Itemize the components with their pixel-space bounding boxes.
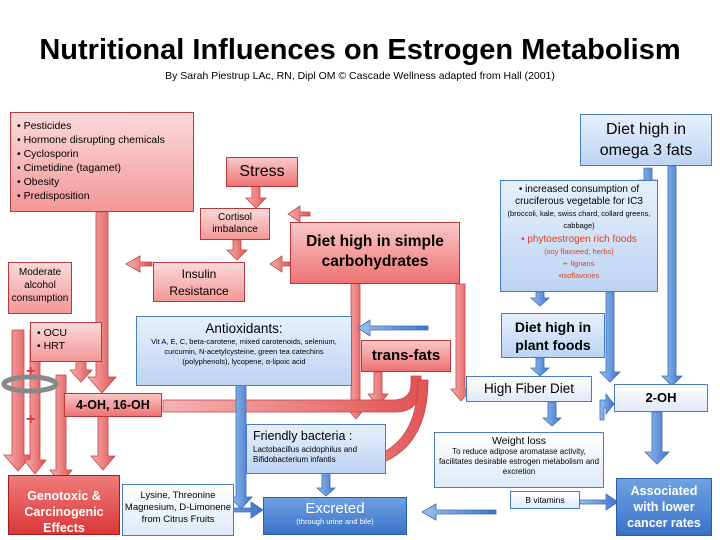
alcohol-label: Moderate alcohol consumption <box>11 267 69 304</box>
b-vitamins-label: B vitamins <box>525 495 565 505</box>
antioxidants-title: Antioxidants: <box>205 321 283 336</box>
cruciferous-examples: (broccoli, kale, swiss chard, collard gr… <box>507 209 651 230</box>
b-vitamins-box: B vitamins <box>510 491 580 509</box>
page-subtitle: By Sarah Piestrup LAc, RN, Dipl OM © Cas… <box>165 70 555 82</box>
lower-cancer-label: Associated with lower cancer rates <box>627 484 701 530</box>
alcohol-box: Moderate alcohol consumption <box>8 262 72 314</box>
friendly-bacteria-box: Friendly bacteria : Lactobacillus acidop… <box>246 424 386 474</box>
antioxidants-body: Vit A, E, C, beta-carotene, mixed carote… <box>151 337 337 366</box>
excreted-box: Excreted (through urine and bile) <box>263 497 407 535</box>
high-fiber-label: High Fiber Diet <box>483 381 575 396</box>
friendly-bacteria-title: Friendly bacteria : <box>253 429 353 443</box>
hydroxy-4-16-label: 4-OH, 16-OH <box>76 398 150 412</box>
list-item: • Obesity <box>17 176 60 188</box>
list-item: • Pesticides <box>17 120 72 132</box>
simple-carbs-box: Diet high in simple carbohydrates <box>290 222 460 284</box>
genotoxic-label: Genotoxic & Carcinogenic Effects <box>24 489 104 535</box>
phyto-examples: (soy flaxseed, herbs) <box>544 247 614 256</box>
svg-text:+: + <box>26 363 35 380</box>
cortisol-label: Cortisol imbalance <box>212 212 258 235</box>
list-item: • Hormone disrupting chemicals <box>17 134 165 146</box>
simple-carbs-label: Diet high in simple carbohydrates <box>306 233 444 270</box>
stress-label: Stress <box>239 163 285 180</box>
list-item: • Cyclosporin <box>17 148 79 160</box>
stress-box: Stress <box>226 157 298 187</box>
cortisol-box: Cortisol imbalance <box>200 208 270 240</box>
cruciferous-label: • increased consumption of cruciferous v… <box>515 184 643 207</box>
excreted-sub: (through urine and bile) <box>296 517 374 526</box>
lysine-label: Lysine, Threonine Magnesium, D-Limonene … <box>124 490 232 525</box>
list-item: • Cimetidine (tagamet) <box>17 162 122 174</box>
lysine-box: Lysine, Threonine Magnesium, D-Limonene … <box>122 484 234 536</box>
ocu-hrt-box: • OCU • HRT <box>30 322 102 362</box>
risk-factors-box: • Pesticides • Hormone disrupting chemic… <box>10 112 194 212</box>
two-oh-box: 2-OH <box>614 384 708 412</box>
weight-loss-title: Weight loss <box>491 435 547 447</box>
plant-foods-label: Diet high in plant foods <box>514 319 592 353</box>
cruciferous-box: • increased consumption of cruciferous v… <box>500 180 658 292</box>
list-item: • Predisposition <box>17 190 90 202</box>
risk-factor-list: • Pesticides • Hormone disrupting chemic… <box>17 119 187 203</box>
page-title: Nutritional Influences on Estrogen Metab… <box>39 34 681 66</box>
friendly-bacteria-body: Lactobacillus acidophilus and Bifidobact… <box>253 445 358 464</box>
list-item: • OCU <box>37 327 67 339</box>
genotoxic-box: Genotoxic & Carcinogenic Effects <box>8 475 120 535</box>
antioxidants-box: Antioxidants: Vit A, E, C, beta-carotene… <box>136 316 352 386</box>
insulin-label: Insulin Resistance <box>169 267 229 298</box>
cruciferous-text: • increased consumption of cruciferous v… <box>504 184 654 232</box>
phyto-label: • phytoestrogen rich foods <box>521 234 637 245</box>
lignans-label: •- lignans <box>563 259 595 268</box>
weight-loss-body: To reduce adipose aromatase activity, fa… <box>438 447 600 476</box>
trans-fats-box: trans-fats <box>361 340 451 372</box>
hydroxy-4-16-box: 4-OH, 16-OH <box>64 393 162 417</box>
ocu-hrt-list: • OCU • HRT <box>37 327 95 353</box>
insulin-box: Insulin Resistance <box>153 262 245 302</box>
plant-foods-box: Diet high in plant foods <box>501 313 605 358</box>
isoflavones-label: •Isoflavones <box>558 271 600 280</box>
list-item: • HRT <box>37 340 65 352</box>
phyto-text: • phytoestrogen rich foods <box>504 234 654 246</box>
svg-text:+: + <box>26 411 35 428</box>
lower-cancer-box: Associated with lower cancer rates <box>616 478 712 536</box>
excreted-label: Excreted <box>305 500 365 517</box>
omega3-box: Diet high in omega 3 fats <box>580 114 712 166</box>
weight-loss-box: Weight loss To reduce adipose aromatase … <box>434 432 604 488</box>
trans-fats-label: trans-fats <box>371 347 441 364</box>
omega3-label: Diet high in omega 3 fats <box>599 121 693 159</box>
high-fiber-box: High Fiber Diet <box>466 376 592 402</box>
two-oh-label: 2-OH <box>645 390 677 405</box>
loop-ring <box>1 374 59 394</box>
